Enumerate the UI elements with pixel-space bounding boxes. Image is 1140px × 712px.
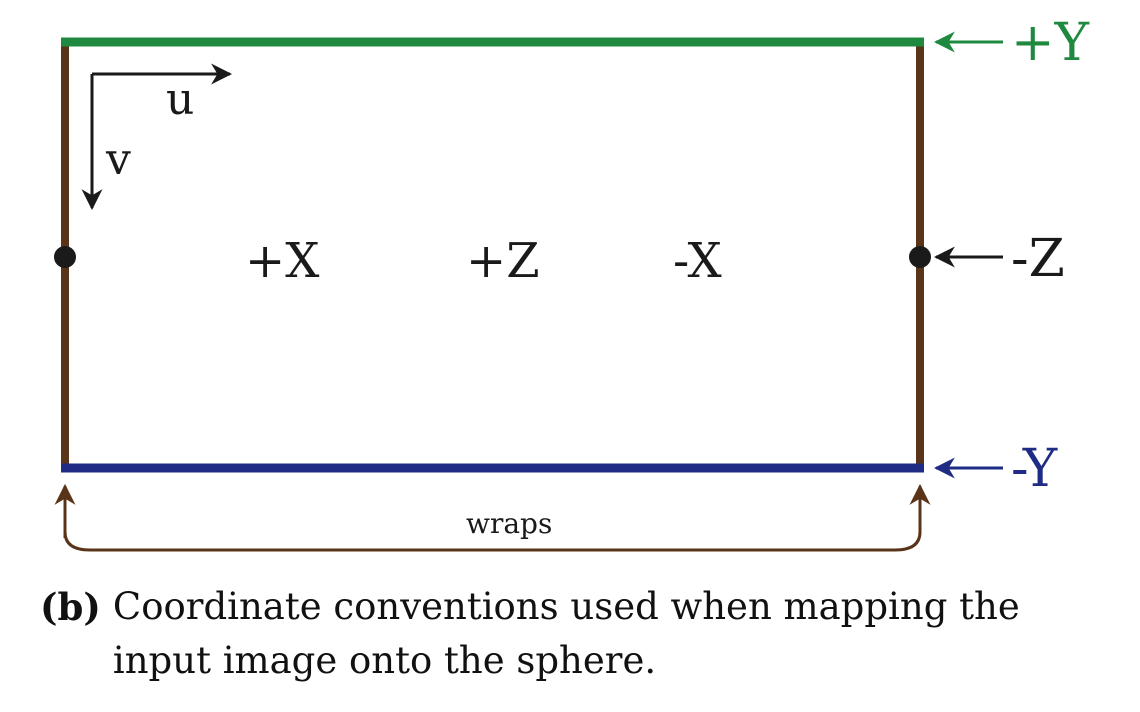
left-seam-dot xyxy=(54,246,76,268)
wraps-label: wraps xyxy=(466,507,552,540)
sphere-mapping-diagram: u v +X +Z -X +Y -Z -Y wraps xyxy=(54,13,1090,552)
v-axis-label: v xyxy=(105,134,131,185)
right-seam-dot xyxy=(909,246,931,268)
figure-caption: (b) Coordinate conventions used when map… xyxy=(40,580,1120,688)
bottom-edge-label: -Y xyxy=(1011,439,1058,499)
face-label-pos-x: +X xyxy=(245,233,319,289)
caption-tag: (b) xyxy=(40,585,101,629)
top-edge-label: +Y xyxy=(1011,13,1090,73)
wraps-bracket xyxy=(63,483,931,552)
caption-text: Coordinate conventions used when mapping… xyxy=(112,585,1020,682)
seam-label: -Z xyxy=(1011,229,1065,289)
face-label-neg-x: -X xyxy=(673,233,722,289)
face-label-pos-z: +Z xyxy=(466,233,540,289)
u-axis-label: u xyxy=(166,74,194,125)
